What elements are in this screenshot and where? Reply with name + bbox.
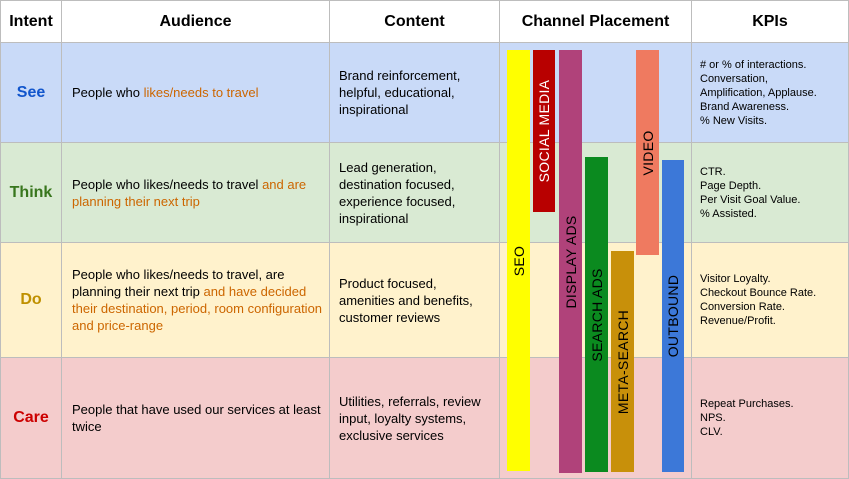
channel-bar-seo: SEO <box>507 50 530 471</box>
audience-plain: People that have used our services at le… <box>72 402 321 434</box>
kpi-item: % New Visits. <box>700 114 768 127</box>
audience-text: People who likes/needs to travel and are… <box>72 176 329 210</box>
row-care-intent: Care <box>0 358 62 479</box>
kpi-item: Conversation, <box>700 72 768 85</box>
kpi-item: Visitor Loyalty. <box>700 273 771 285</box>
row-think-kpis: CTR. Page Depth. Per Visit Goal Value. %… <box>692 143 849 243</box>
channel-bar-display-ads: DISPLAY ADS <box>559 50 582 473</box>
channel-bar-video: VIDEO <box>636 50 659 255</box>
row-do-intent: Do <box>0 243 62 358</box>
kpi-item: Repeat Purchases. <box>700 398 794 410</box>
row-see-channel <box>500 43 692 143</box>
header-audience: Audience <box>62 0 330 43</box>
intent-label: Do <box>20 291 42 308</box>
kpi-item: CLV. <box>700 426 723 438</box>
kpi-item: Brand Awareness. <box>700 100 790 113</box>
channel-bar-outbound: OUTBOUND <box>662 160 684 472</box>
content-line: exclusive services <box>339 427 444 443</box>
kpi-list: Visitor Loyalty. Checkout Bounce Rate. C… <box>700 272 816 328</box>
content-line: inspirational <box>339 102 409 117</box>
row-do-content: Product focused, amenities and benefits,… <box>330 243 500 358</box>
content-line: experience focused, <box>339 193 456 209</box>
channel-label-search-ads: SEARCH ADS <box>588 267 605 362</box>
audience-highlight: and have decided their destination, peri… <box>72 284 323 333</box>
channel-bar-search-ads: SEARCH ADS <box>585 157 608 472</box>
row-do-audience: People who likes/needs to travel, are pl… <box>62 243 330 358</box>
channel-bar-meta-search: META-SEARCH <box>611 251 634 472</box>
content-line: helpful, educational, <box>339 85 455 100</box>
row-see-audience: People who likes/needs to travel <box>62 43 330 143</box>
content-line: Lead generation, <box>339 159 437 175</box>
content-line: Utilities, referrals, review <box>339 393 481 409</box>
row-see-kpis: # or % of interactions. Conversation, Am… <box>692 43 849 143</box>
audience-text: People who likes/needs to travel <box>72 84 258 101</box>
channel-label-video: VIDEO <box>639 129 656 176</box>
header-kpis: KPIs <box>692 0 849 43</box>
header-intent: Intent <box>0 0 62 43</box>
content-line: input, loyalty systems, <box>339 410 467 426</box>
kpi-item: Checkout Bounce Rate. <box>700 287 817 299</box>
content-line: Product focused, <box>339 275 437 291</box>
row-think-audience: People who likes/needs to travel and are… <box>62 143 330 243</box>
audience-plain: People who likes/needs to travel <box>72 176 263 192</box>
channel-label-seo: SEO <box>510 245 527 276</box>
kpi-item: Per Visit Goal Value. <box>700 193 801 206</box>
kpi-item: Revenue/Profit. <box>700 315 776 327</box>
kpi-item: Conversion Rate. <box>700 301 785 313</box>
kpi-item: CTR. <box>700 165 726 178</box>
channel-label-meta-search: META-SEARCH <box>614 309 631 414</box>
content-text: Brand reinforcement, helpful, educationa… <box>339 67 460 118</box>
row-see-content: Brand reinforcement, helpful, educationa… <box>330 43 500 143</box>
kpi-item: % Assisted. <box>700 207 757 220</box>
kpi-item: # or % of interactions. <box>700 58 807 71</box>
row-care-content: Utilities, referrals, review input, loya… <box>330 358 500 479</box>
channel-bar-social-media: SOCIAL MEDIA <box>533 50 555 212</box>
channel-label-display-ads: DISPLAY ADS <box>562 214 579 309</box>
header-content: Content <box>330 0 500 43</box>
kpi-list: # or % of interactions. Conversation, Am… <box>700 58 817 128</box>
content-line: destination focused, <box>339 176 455 192</box>
header-channel-placement: Channel Placement <box>500 0 692 43</box>
row-think-intent: Think <box>0 143 62 243</box>
audience-highlight: likes/needs to travel <box>143 85 259 100</box>
intent-label: See <box>16 83 46 101</box>
content-line: Brand reinforcement, <box>339 68 461 83</box>
audience-plain: People who likes/needs to travel, are pl… <box>72 267 285 299</box>
row-care-kpis: Repeat Purchases. NPS. CLV. <box>692 358 849 479</box>
content-text: Utilities, referrals, review input, loya… <box>339 393 481 444</box>
kpi-list: CTR. Page Depth. Per Visit Goal Value. %… <box>700 165 800 221</box>
channel-label-social-media: SOCIAL MEDIA <box>536 79 552 183</box>
kpi-item: Page Depth. <box>700 179 762 192</box>
kpi-item: Amplification, Applause. <box>700 86 817 99</box>
row-see-intent: See <box>0 43 62 143</box>
audience-text: People who likes/needs to travel, are pl… <box>72 266 329 334</box>
content-line: inspirational <box>339 210 409 226</box>
audience-plain: People who <box>72 85 144 100</box>
intent-label: Think <box>9 183 53 201</box>
audience-text: People that have used our services at le… <box>72 401 329 435</box>
intent-label: Care <box>13 409 49 426</box>
content-text: Product focused, amenities and benefits,… <box>339 275 473 326</box>
content-line: customer reviews <box>339 309 441 325</box>
kpi-item: NPS. <box>700 412 726 424</box>
audience-highlight: and are planning their next trip <box>72 176 307 209</box>
row-care-audience: People that have used our services at le… <box>62 358 330 479</box>
kpi-list: Repeat Purchases. NPS. CLV. <box>700 397 794 439</box>
content-text: Lead generation, destination focused, ex… <box>339 159 455 227</box>
channel-label-outbound: OUTBOUND <box>665 274 681 358</box>
content-line: amenities and benefits, <box>339 292 473 308</box>
row-do-kpis: Visitor Loyalty. Checkout Bounce Rate. C… <box>692 243 849 358</box>
row-think-content: Lead generation, destination focused, ex… <box>330 143 500 243</box>
